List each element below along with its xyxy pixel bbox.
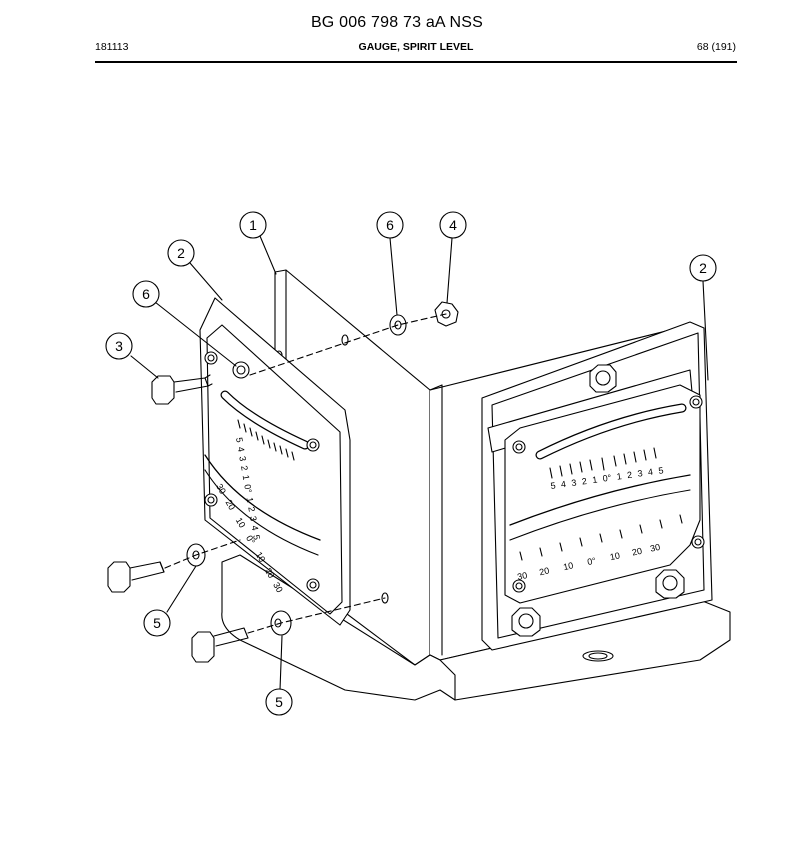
page-reference: 68 (191)	[696, 41, 736, 53]
right-upper-scale: 5 4 3 2 1 0° 1 2 3 4 5	[550, 465, 664, 491]
left-lower-scale: 30 20 10 0° 10 20 30	[214, 482, 285, 594]
section-title: GAUGE, SPIRIT LEVEL	[358, 41, 474, 53]
callout-5-lower: 5	[265, 688, 293, 716]
callout-3: 3	[105, 332, 133, 360]
right-gauge: 5 4 3 2 1 0° 1 2 3 4 5 30 20 10 0° 10 20…	[481, 321, 713, 651]
svg-text:1: 1	[249, 217, 257, 233]
svg-text:6: 6	[386, 217, 394, 233]
svg-text:2: 2	[177, 245, 185, 261]
callout-5-upper: 5	[143, 609, 171, 637]
svg-text:2: 2	[699, 260, 707, 276]
svg-text:5: 5	[153, 615, 161, 631]
svg-text:4: 4	[449, 217, 457, 233]
callout-4: 4	[439, 211, 467, 239]
callout-6-left: 6	[132, 280, 160, 308]
document-number: BG 006 798 73 aA NSS	[310, 14, 484, 31]
right-lower-scale: 30 20 10 0° 10 20 30	[516, 542, 661, 582]
callout-2-left: 2	[167, 239, 195, 267]
callout-2-right: 2	[689, 254, 717, 282]
svg-text:5: 5	[275, 694, 283, 710]
header-rule	[95, 61, 737, 63]
svg-text:3: 3	[115, 338, 123, 354]
callout-6-top: 6	[376, 211, 404, 239]
callout-1: 1	[239, 211, 267, 239]
left-upper-scale: 5 4 3 2 1 0° 1 2 3 4 5	[234, 437, 262, 541]
leader-lines	[130, 235, 709, 691]
svg-text:6: 6	[142, 286, 150, 302]
date-code: 181113	[95, 41, 129, 53]
left-gauge: 5 4 3 2 1 0° 1 2 3 4 5 30 20 10 0° 10 20…	[199, 297, 351, 626]
